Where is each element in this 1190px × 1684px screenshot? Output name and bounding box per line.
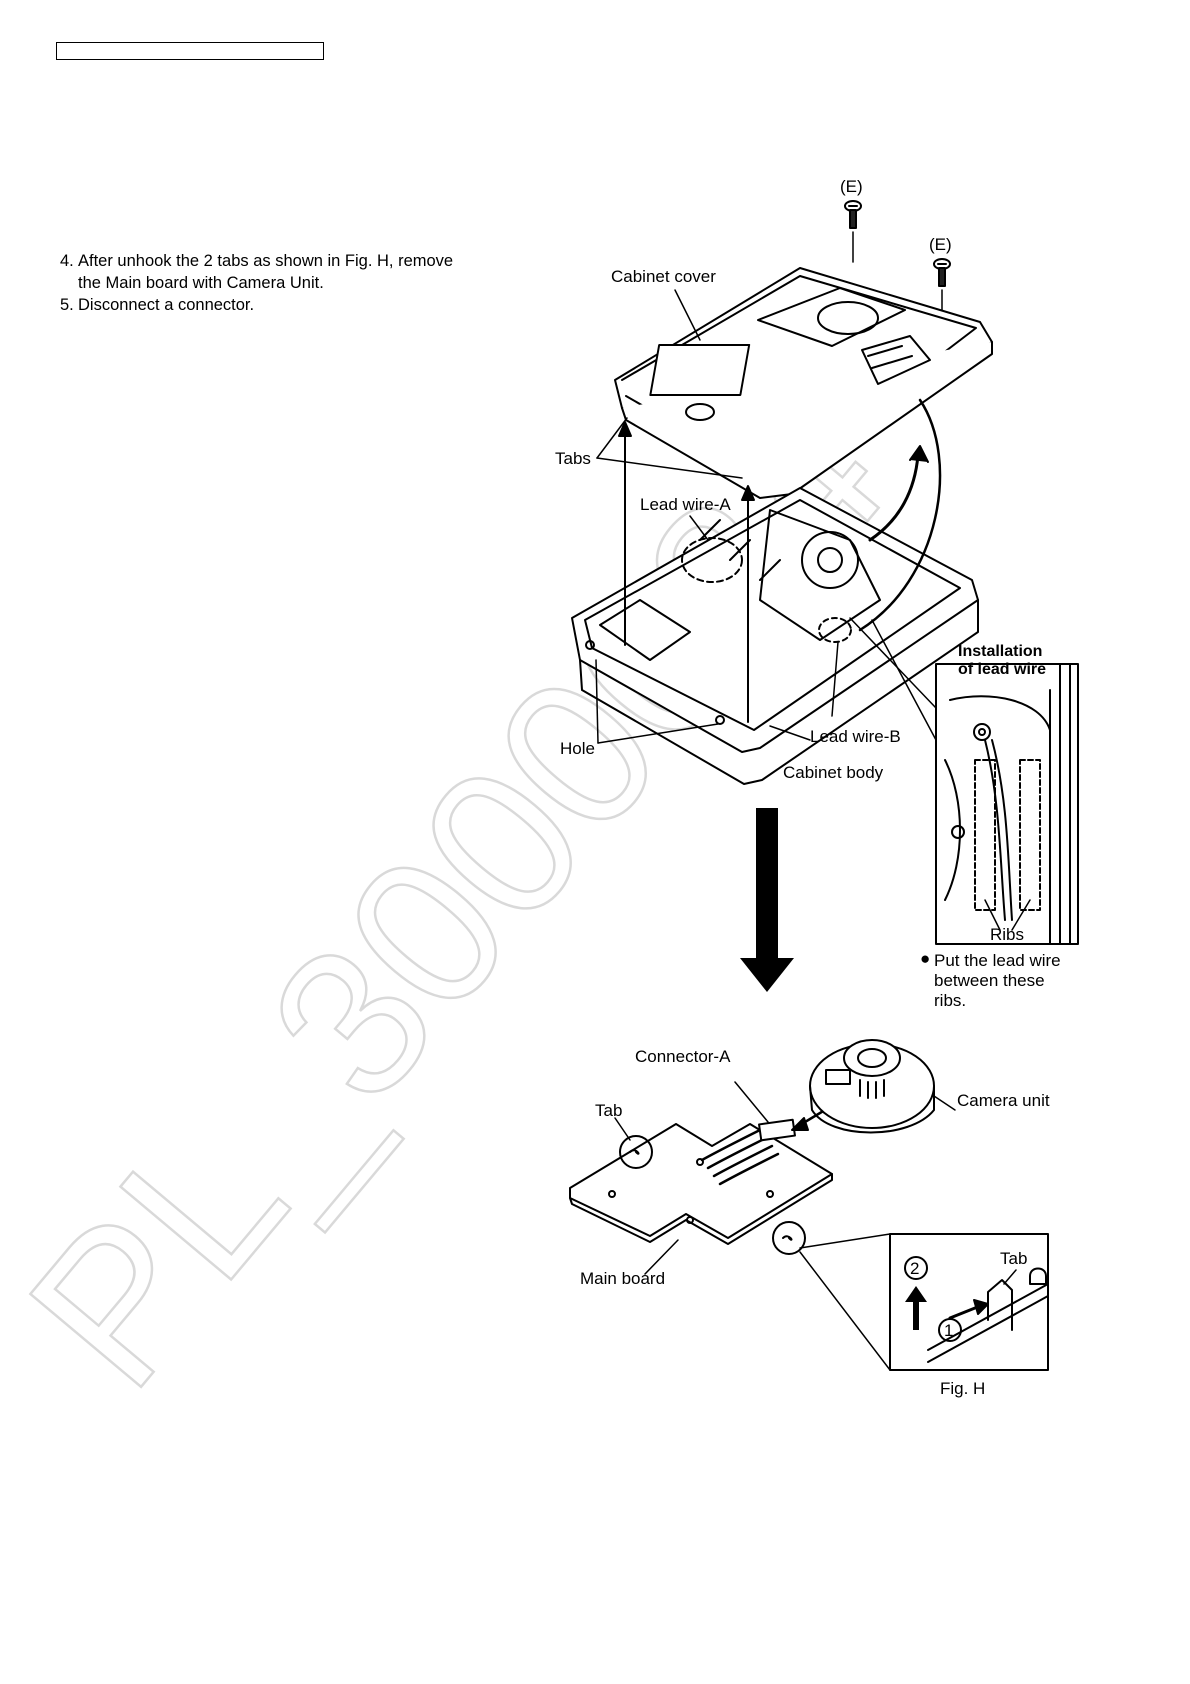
cabinet-cover-label: Cabinet cover xyxy=(611,267,716,286)
note-line: ribs. xyxy=(934,991,966,1010)
step-1-marker: 1 xyxy=(944,1321,953,1340)
ribs-label: Ribs xyxy=(990,925,1024,944)
note-line: between these xyxy=(934,971,1045,990)
header-box xyxy=(56,42,324,60)
screw-label: (E) xyxy=(840,177,863,196)
tab-label: Tab xyxy=(595,1101,622,1120)
cabinet-body-label: Cabinet body xyxy=(783,763,884,782)
lead-wire-a-label: Lead wire-A xyxy=(640,495,731,514)
step-5: 5. Disconnect a connector. xyxy=(60,294,510,316)
screw-icon xyxy=(933,258,951,287)
connector xyxy=(758,1118,796,1142)
step-number: 5. xyxy=(60,296,74,314)
lead-wire-inset xyxy=(935,663,1079,945)
hole-label: Hole xyxy=(560,739,595,758)
camera-unit-label: Camera unit xyxy=(957,1091,1050,1110)
step-text-line: After unhook the 2 tabs as shown in Fig.… xyxy=(78,252,454,270)
tabs-label: Tabs xyxy=(555,449,591,468)
tab-detail-inset xyxy=(889,1233,1049,1371)
down-arrow-icon xyxy=(740,808,794,992)
cabinet-cover xyxy=(614,267,993,499)
step-4: 4. After unhook the 2 tabs as shown in F… xyxy=(60,250,510,294)
instruction-steps: 4. After unhook the 2 tabs as shown in F… xyxy=(60,250,510,316)
inset-title: Installation xyxy=(958,643,1042,660)
lead-wire-b-label: Lead wire-B xyxy=(810,727,901,746)
camera-unit xyxy=(809,1039,956,1134)
main-board-label: Main board xyxy=(580,1269,665,1288)
step-number: 4. xyxy=(60,252,74,270)
tab-detail-label: Tab xyxy=(1000,1249,1027,1268)
cabinet-body xyxy=(571,487,979,785)
bullet-icon: ● xyxy=(920,949,930,968)
step-2-marker: 2 xyxy=(910,1259,919,1278)
screw-label: (E) xyxy=(929,235,952,254)
connector-a-label: Connector-A xyxy=(635,1047,731,1066)
main-board xyxy=(569,1123,833,1255)
figure-caption: Fig. H xyxy=(940,1379,985,1398)
inset-title: of lead wire xyxy=(958,661,1046,678)
note-line: Put the lead wire xyxy=(934,951,1061,970)
step-text-line: the Main board with Camera Unit. xyxy=(78,274,324,292)
screw-icon xyxy=(844,200,862,229)
step-text-line: Disconnect a connector. xyxy=(78,296,255,314)
